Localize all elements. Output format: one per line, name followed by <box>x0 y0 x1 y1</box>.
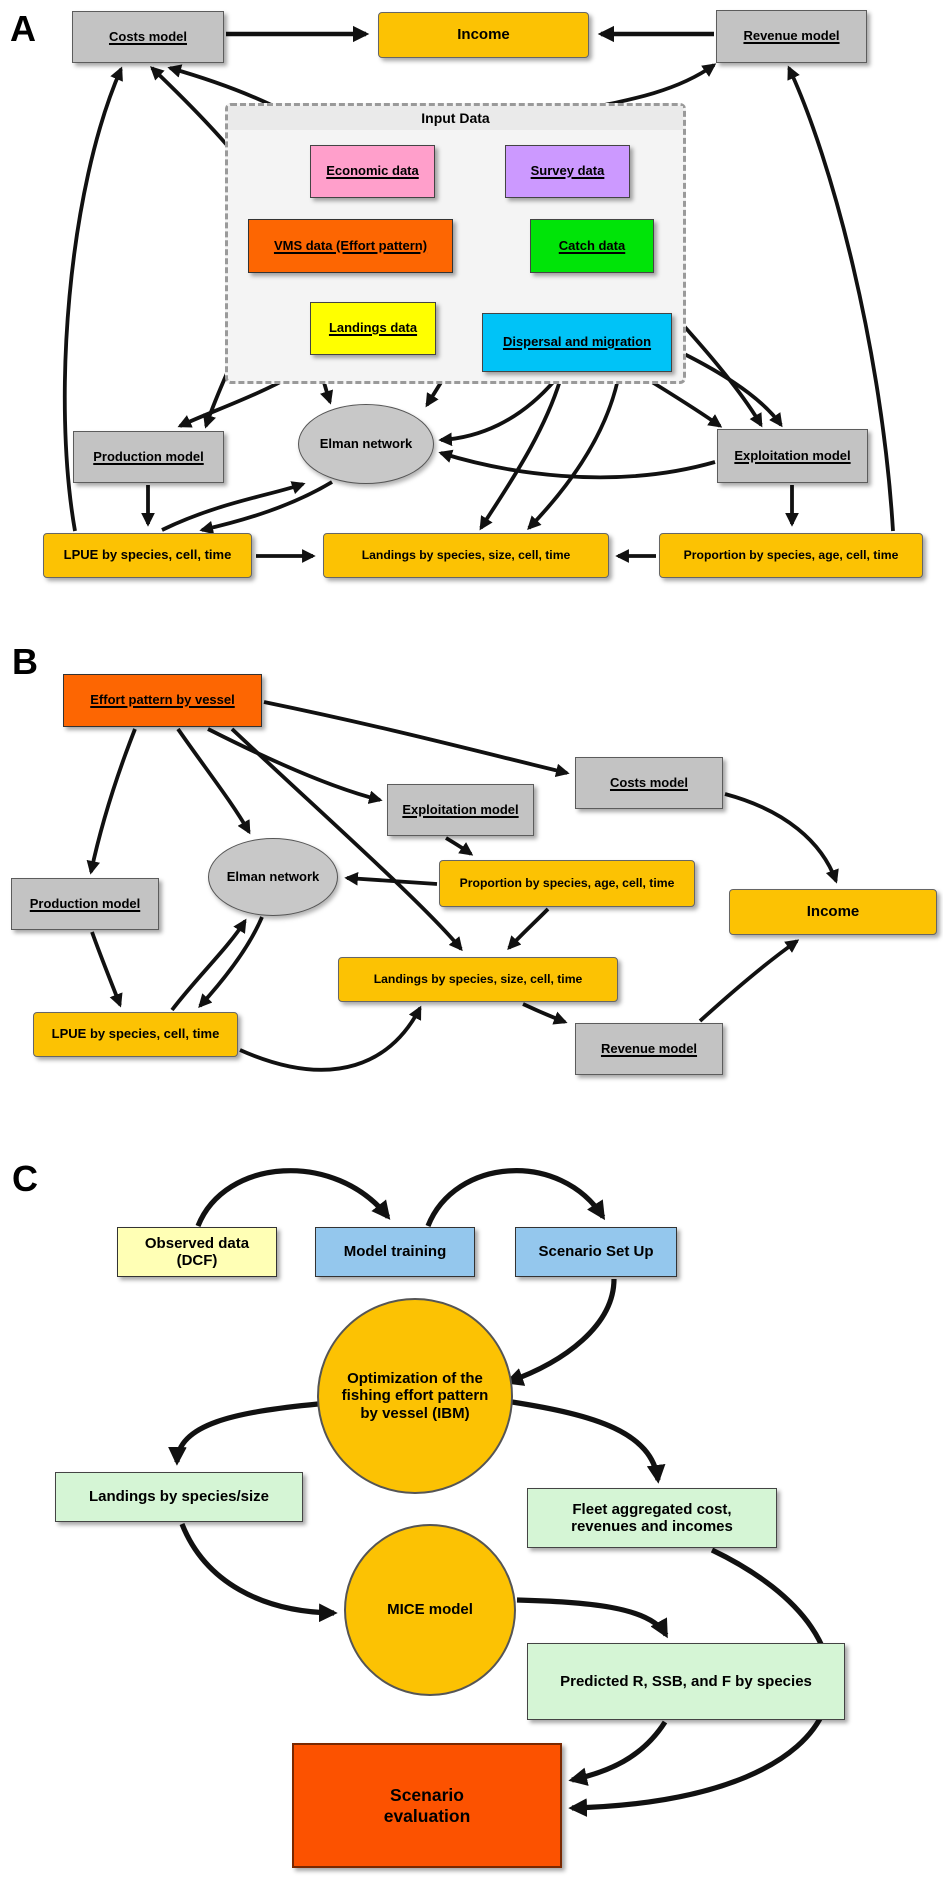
edge-b-revenue-to-income <box>698 939 800 1023</box>
node-dispersal-migration: Dispersal and migration <box>482 313 672 372</box>
node-landings-by-species-size: Landings by species/size <box>55 1472 303 1522</box>
node-production-model-a: Production model <box>73 431 224 483</box>
node-costs-model-b: Costs model <box>575 757 723 809</box>
label-scenario-setup: Scenario Set Up <box>538 1243 654 1261</box>
node-catch-data: Catch data <box>530 219 654 273</box>
label-catch-data: Catch data <box>558 237 626 253</box>
label-proportion-a: Proportion by species, age, cell, time <box>683 548 899 563</box>
node-lpue-b: LPUE by species, cell, time <box>33 1012 238 1057</box>
node-revenue-model-a: Revenue model <box>716 10 867 63</box>
edge-c-scenario-to-optimization <box>504 1278 617 1386</box>
node-elman-network-a: Elman network <box>298 404 434 484</box>
label-fleet-aggregated: Fleet aggregated cost, revenues and inco… <box>571 1500 733 1535</box>
label-dispersal-migration: Dispersal and migration <box>502 334 652 350</box>
node-scenario-evaluation: Scenario evaluation <box>292 1743 562 1868</box>
edge-a-exploitation-to-elman <box>438 449 716 480</box>
node-fleet-aggregated: Fleet aggregated cost, revenues and inco… <box>527 1488 777 1548</box>
label-exploitation-model-a: Exploitation model <box>734 447 851 463</box>
label-lpue-a: LPUE by species, cell, time <box>63 547 232 563</box>
node-exploitation-model-a: Exploitation model <box>717 429 868 483</box>
label-landings-sct-a: Landings by species, size, cell, time <box>361 548 571 563</box>
node-exploitation-model-b: Exploitation model <box>387 784 534 836</box>
edge-b-effort-to-costs <box>263 700 570 778</box>
node-economic-data: Economic data <box>310 145 435 198</box>
edge-b-production-to-lpue <box>90 931 123 1008</box>
label-optimization: Optimization of the fishing effort patte… <box>341 1370 489 1422</box>
edge-b-effort-to-production <box>86 728 137 875</box>
node-proportion-a: Proportion by species, age, cell, time <box>659 533 923 578</box>
label-predicted: Predicted R, SSB, and F by species <box>560 1672 812 1690</box>
edge-b-effort-to-exploitation <box>207 727 383 804</box>
edge-c-training-to-scenario <box>425 1168 606 1227</box>
edge-b-elman-to-lpue <box>198 916 264 1009</box>
label-elman-network-a: Elman network <box>319 435 413 451</box>
node-effort-pattern-b: Effort pattern by vessel <box>63 674 262 727</box>
node-landings-data: Landings data <box>310 302 436 355</box>
edge-b-lpue-to-landings <box>239 1005 422 1072</box>
label-landings-b: Landings by species, size, cell, time <box>373 972 583 987</box>
edge-c-predicted-to-evaluation <box>568 1720 668 1786</box>
label-economic-data: Economic data <box>326 163 419 179</box>
panel-c-letter: C <box>12 1158 39 1199</box>
edge-b-effort-to-elman <box>176 727 251 835</box>
node-model-training: Model training <box>315 1227 475 1277</box>
input-data-title: Input Data <box>228 106 683 130</box>
label-income-b: Income <box>806 903 860 921</box>
edge-c-mice-to-predicted <box>516 1597 669 1639</box>
label-observed-data: Observed data (DCF) <box>144 1234 250 1269</box>
label-costs-model-a: Costs model <box>108 28 187 44</box>
label-survey-data: Survey data <box>530 163 605 179</box>
node-production-model-b: Production model <box>11 878 159 930</box>
edge-a-dispersal-to-exploitation <box>671 346 783 428</box>
edge-a-dispersal-to-landings <box>479 373 564 531</box>
edge-c-optimization-to-fleet <box>511 1399 666 1484</box>
node-mice-circle: MICE model <box>344 1524 516 1696</box>
node-income-a: Income <box>378 12 589 58</box>
edge-b-costs-to-income <box>724 792 839 884</box>
node-optimization-circle: Optimization of the fishing effort patte… <box>317 1298 513 1494</box>
label-revenue-model-a: Revenue model <box>743 28 840 44</box>
label-elman-network-b: Elman network <box>226 868 320 884</box>
node-landings-b: Landings by species, size, cell, time <box>338 957 618 1002</box>
node-elman-network-b: Elman network <box>208 838 338 916</box>
node-revenue-model-b: Revenue model <box>575 1023 723 1075</box>
node-income-b: Income <box>729 889 937 935</box>
edge-b-proportion-to-elman <box>344 871 438 886</box>
edge-b-landings-to-revenue <box>522 1002 568 1025</box>
node-survey-data: Survey data <box>505 145 630 198</box>
node-observed-data: Observed data (DCF) <box>117 1227 277 1277</box>
edge-c-landings-to-mice <box>179 1523 338 1623</box>
panel-a-letter: A <box>10 8 37 49</box>
label-scenario-evaluation: Scenario evaluation <box>383 1785 471 1826</box>
label-production-model-a: Production model <box>93 448 204 464</box>
node-lpue-a: LPUE by species, cell, time <box>43 533 252 578</box>
panel-b-letter: B <box>12 641 39 682</box>
node-proportion-b: Proportion by species, age, cell, time <box>439 860 695 907</box>
label-landings-by-species-size: Landings by species/size <box>88 1488 270 1506</box>
label-exploitation-model-b: Exploitation model <box>402 801 519 817</box>
label-income-a: Income <box>457 26 510 44</box>
label-production-model-b: Production model <box>29 895 141 911</box>
node-scenario-setup: Scenario Set Up <box>515 1227 677 1277</box>
edge-c-optimization-to-landings <box>168 1401 319 1466</box>
label-proportion-b: Proportion by species, age, cell, time <box>459 876 675 891</box>
label-revenue-model-b: Revenue model <box>600 1040 698 1056</box>
label-mice-model: MICE model <box>387 1601 473 1619</box>
node-costs-model-a: Costs model <box>72 11 224 63</box>
label-model-training: Model training <box>343 1243 447 1261</box>
node-landings-sct-a: Landings by species, size, cell, time <box>323 533 609 578</box>
node-predicted: Predicted R, SSB, and F by species <box>527 1643 845 1720</box>
label-costs-model-b: Costs model <box>609 774 688 790</box>
label-lpue-b: LPUE by species, cell, time <box>51 1026 220 1042</box>
label-effort-pattern-b: Effort pattern by vessel <box>90 692 235 708</box>
edge-b-lpue-to-elman <box>170 918 247 1012</box>
edge-c-observed-to-training <box>195 1168 391 1227</box>
edge-a-lpue-to-elman <box>161 481 306 532</box>
node-vms-data: VMS data (Effort pattern) <box>248 219 453 273</box>
edge-b-proportion-to-landings <box>507 907 550 951</box>
edge-b-exploitation-to-proportion <box>445 836 474 856</box>
edge-a-elman-to-lpue <box>199 480 333 535</box>
label-landings-data: Landings data <box>328 320 418 336</box>
label-vms-data: VMS data (Effort pattern) <box>273 237 428 253</box>
